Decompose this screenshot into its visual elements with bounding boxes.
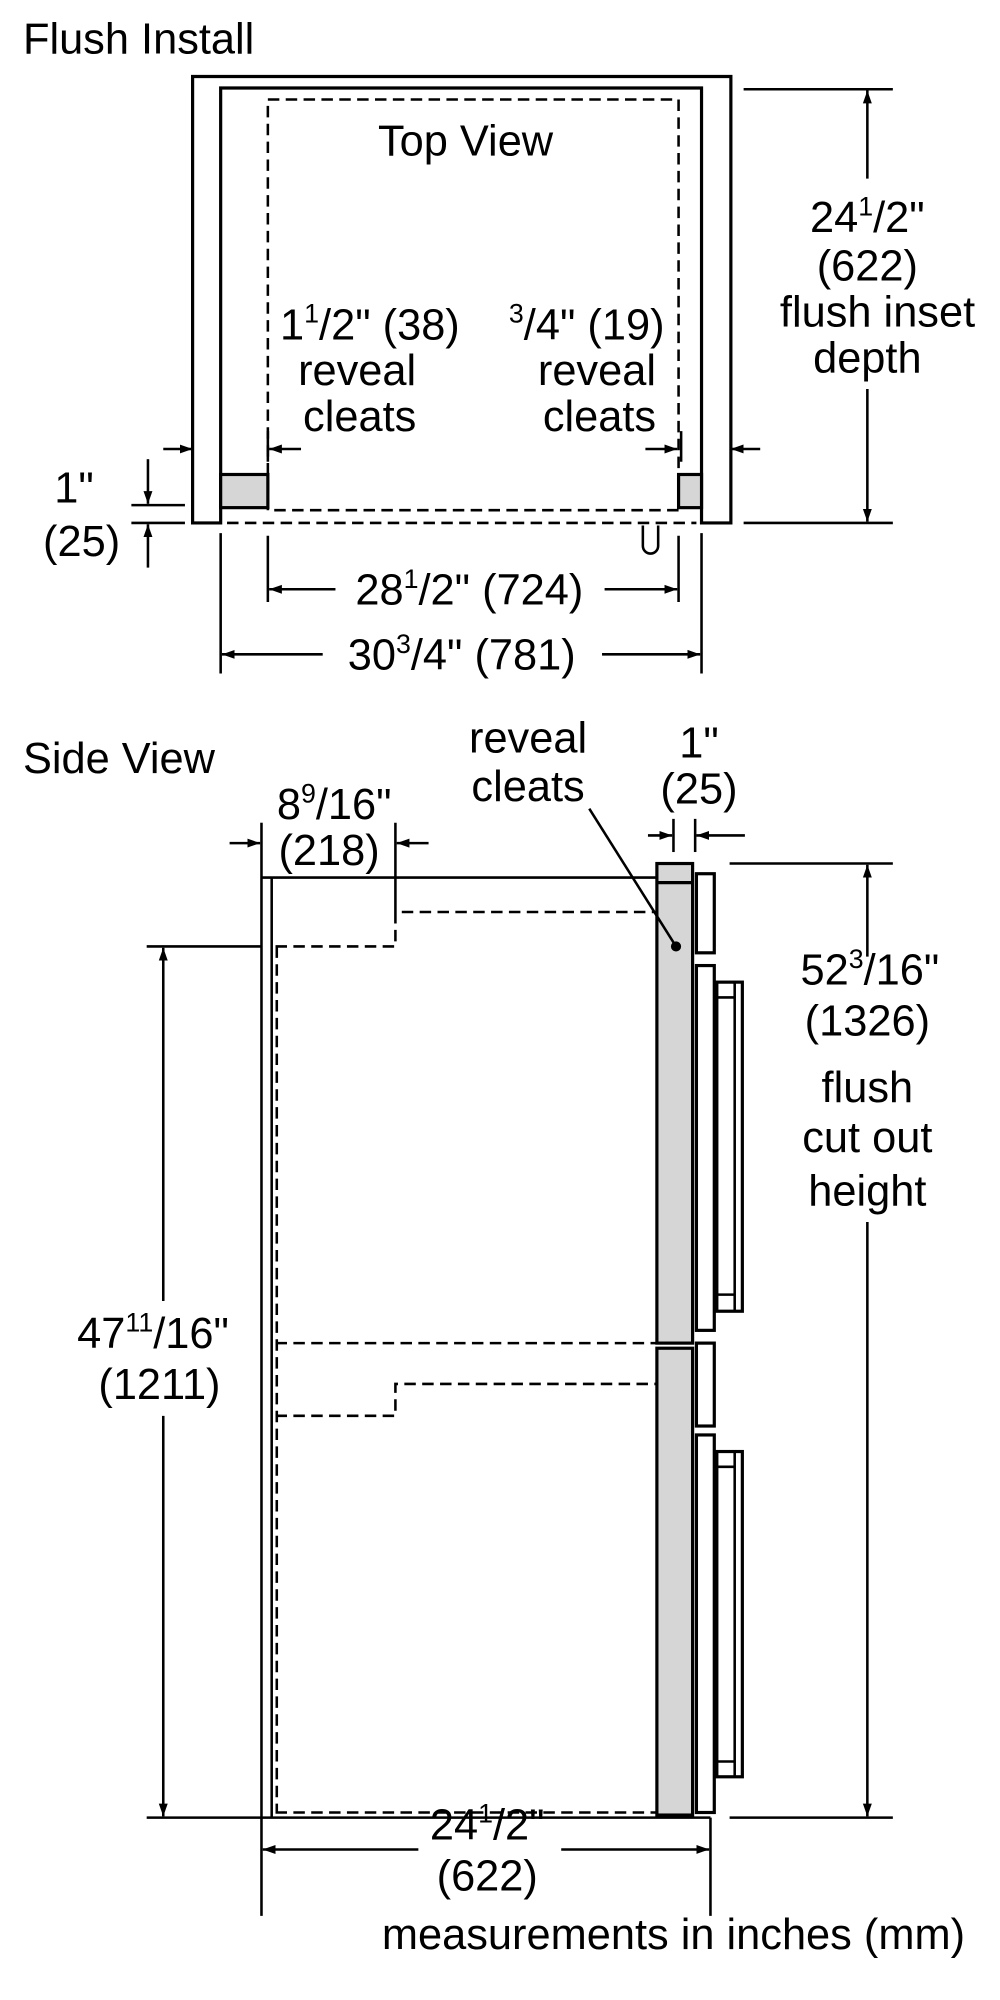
depth-label: 241/2" bbox=[810, 192, 925, 243]
appliance-outline bbox=[266, 98, 680, 512]
lower-door bbox=[694, 1433, 716, 1815]
top-offset-label: 89/16" bbox=[277, 778, 392, 829]
front-offset-mm: (25) bbox=[43, 518, 120, 566]
reveal-cleats-label: reveal bbox=[469, 715, 587, 763]
upper-unit-outline bbox=[275, 910, 657, 948]
top-view-title: Top View bbox=[378, 118, 554, 166]
cutout-height-label: 523/16" bbox=[800, 944, 939, 995]
right-cleats-text: cleats bbox=[543, 393, 656, 441]
unit-height-mm: (1211) bbox=[98, 1361, 220, 1409]
measurement-note: measurements in inches (mm) bbox=[382, 1911, 965, 1959]
side-view: Side View reveal cleats 89/16" (218) bbox=[23, 715, 965, 1959]
panel-thickness-mm: (25) bbox=[660, 766, 737, 814]
cutout-height-mm: (1326) bbox=[805, 998, 930, 1046]
lower-trim bbox=[694, 1341, 716, 1428]
right-cleat bbox=[676, 472, 704, 510]
outer-width-label: 303/4" (781) bbox=[348, 629, 576, 680]
top-offset-mm: (218) bbox=[278, 827, 379, 875]
side-depth-label: 241/2" bbox=[430, 1799, 545, 1850]
upper-trim bbox=[694, 872, 716, 955]
cabinet-outline bbox=[191, 74, 733, 525]
side-depth-mm: (622) bbox=[437, 1852, 538, 1900]
left-reveal-text: reveal bbox=[298, 347, 416, 395]
side-view-title: Side View bbox=[23, 735, 216, 783]
cutout-caption-2: cut out bbox=[802, 1114, 932, 1162]
depth-mm: (622) bbox=[817, 243, 918, 291]
lower-panel bbox=[655, 1346, 695, 1817]
panel-thickness-in: 1" bbox=[679, 720, 719, 768]
lower-unit-outline bbox=[275, 1382, 657, 1418]
reveal-cleats-label-2: cleats bbox=[471, 763, 584, 811]
cutout-caption-3: height bbox=[808, 1167, 926, 1215]
right-reveal-label: 3/4" (19) bbox=[509, 299, 665, 350]
inner-width-label: 281/2" (724) bbox=[355, 564, 583, 615]
lower-handle bbox=[715, 1449, 744, 1779]
upper-door bbox=[694, 963, 716, 1332]
unit-height-label: 4711/16" bbox=[77, 1308, 229, 1359]
handle-icon bbox=[641, 525, 660, 555]
upper-handle bbox=[715, 980, 744, 1313]
right-reveal-text: reveal bbox=[538, 347, 656, 395]
page-title: Flush Install bbox=[23, 16, 254, 64]
left-reveal-label: 11/2" (38) bbox=[280, 299, 460, 350]
left-cleat bbox=[219, 472, 270, 510]
top-view: Top View 11/2" (38) reveal cleats 3/4" (… bbox=[43, 74, 975, 680]
cutout-caption-1: flush bbox=[822, 1064, 914, 1112]
depth-caption-2: depth bbox=[813, 334, 922, 382]
left-cleats-text: cleats bbox=[303, 393, 416, 441]
front-offset-in: 1" bbox=[54, 465, 94, 513]
depth-caption: flush inset bbox=[780, 289, 975, 337]
upper-panel bbox=[655, 861, 695, 1345]
